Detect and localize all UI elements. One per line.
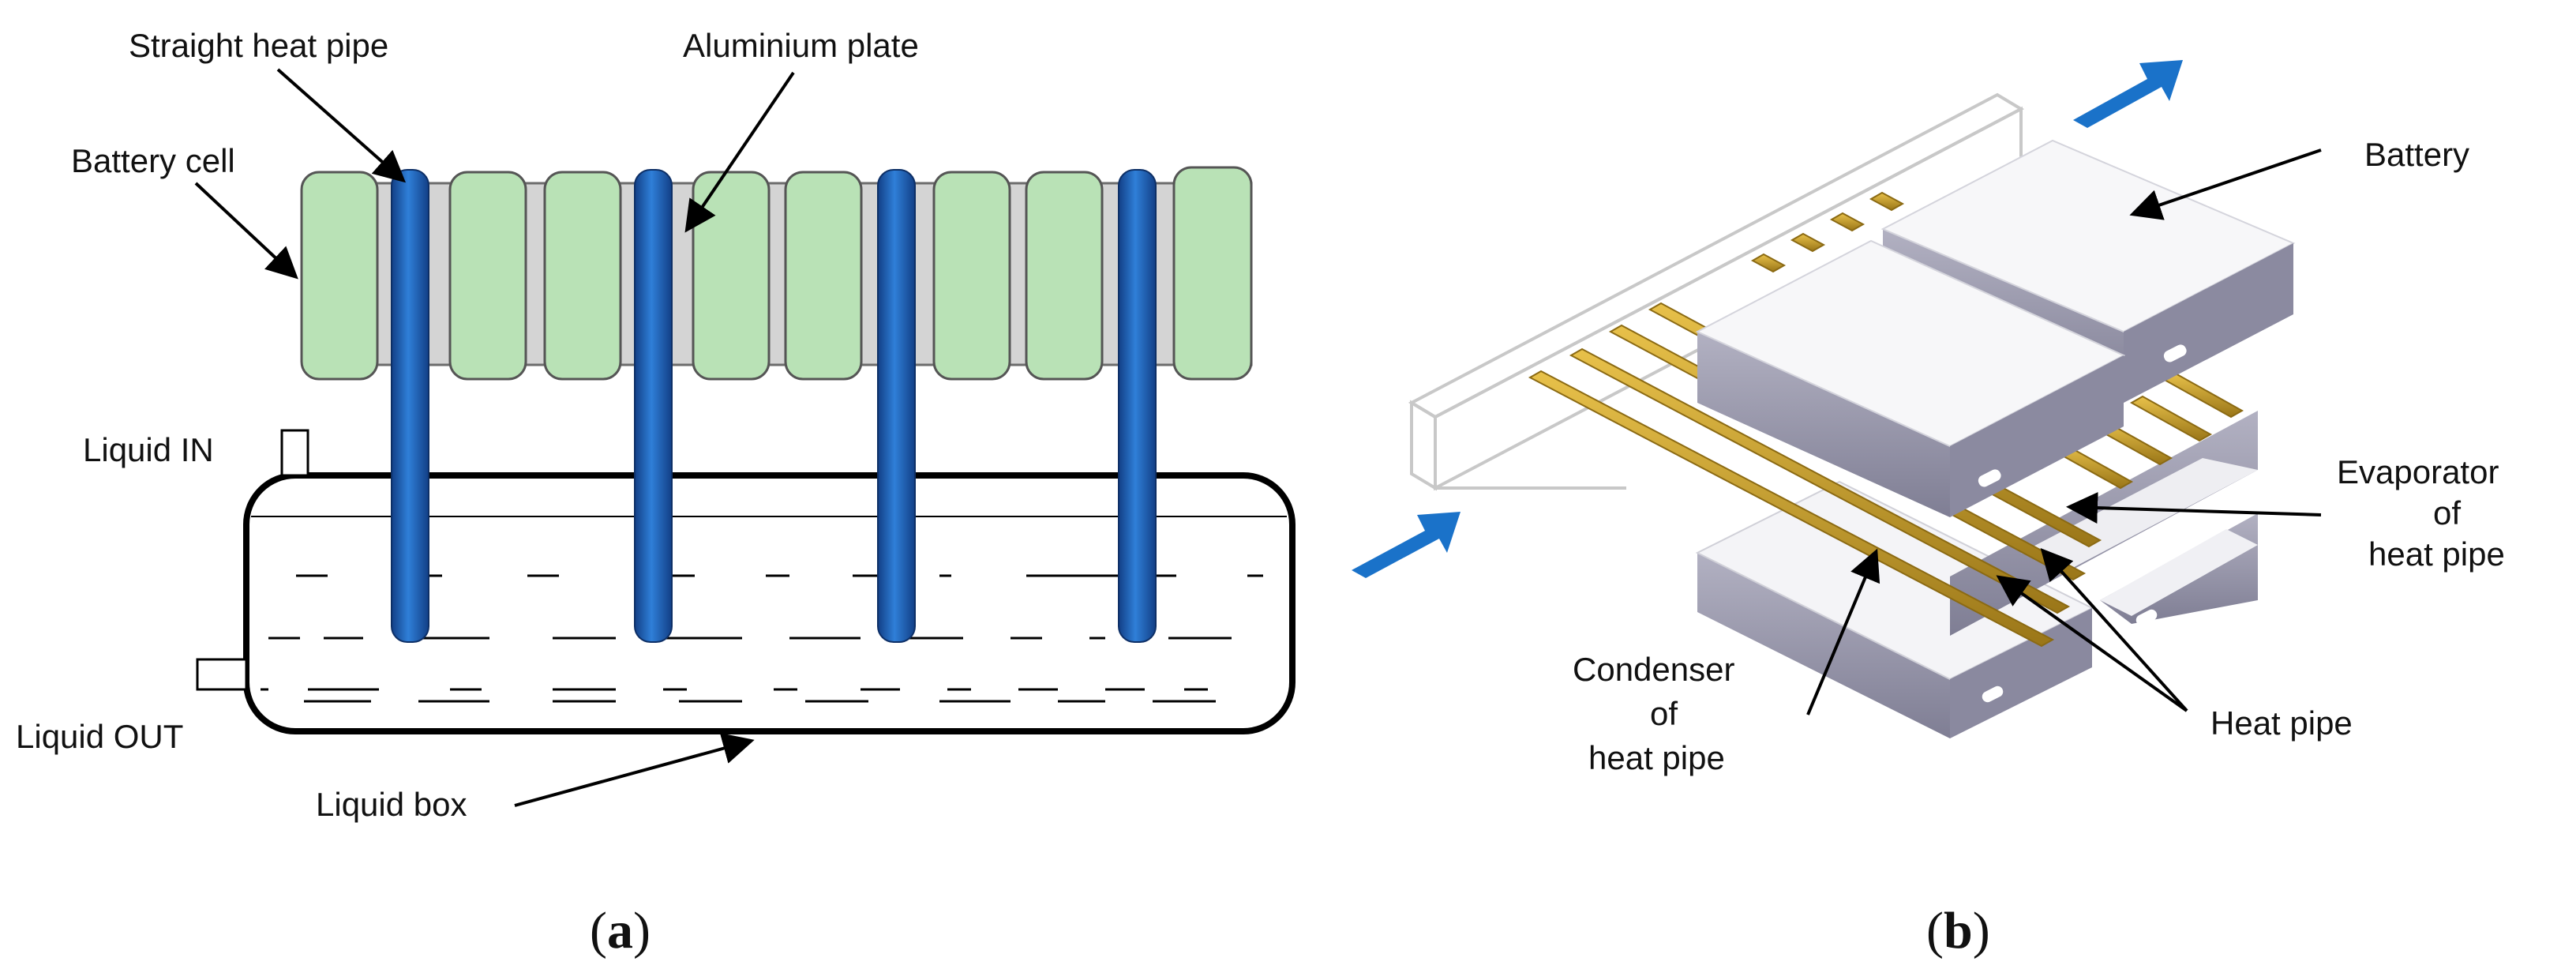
panel-b: Battery Evaporator of heat pipe Condense…: [1352, 60, 2505, 960]
battery-block-end: [2124, 243, 2293, 403]
label-evaporator-line2: of: [2433, 494, 2461, 531]
battery-cell: [784, 171, 863, 381]
straight-heat-pipe: [1118, 169, 1157, 643]
panel-a: Straight heat pipe Aluminium plate Batte…: [16, 27, 1295, 960]
heat-pipe-stub: [1790, 232, 1826, 253]
heat-pipe-rod: [2161, 371, 2244, 419]
heat-pipe-rod: [2129, 395, 2213, 442]
arrow-aluminium-plate: [684, 71, 795, 233]
straight-heat-pipes: [391, 169, 1157, 643]
battery-cell: [1025, 171, 1104, 381]
arrow-battery: [2129, 148, 2322, 220]
liquid-dashes: [261, 574, 1263, 703]
heat-pipe-stub: [1869, 191, 1905, 212]
label-liquid-box: Liquid box: [316, 786, 467, 823]
heat-pipe-stub: [1750, 253, 1787, 273]
label-condenser-line2: of: [1650, 695, 1678, 732]
airflow-out-arrow: [2073, 60, 2183, 128]
caption-b: (b): [1926, 902, 1990, 960]
straight-heat-pipe: [634, 169, 673, 643]
label-condenser-line1: Condenser: [1573, 651, 1734, 688]
straight-heat-pipe: [877, 169, 916, 643]
label-aluminium-plate: Aluminium plate: [683, 27, 919, 64]
arrow-battery-cell: [194, 182, 298, 280]
leader-arrows-a: [194, 68, 795, 807]
label-heat-pipe: Heat pipe: [2210, 704, 2353, 742]
battery-cell: [543, 171, 622, 381]
battery-cell: [300, 171, 379, 381]
liquid-out-port: [196, 658, 248, 691]
label-liquid-out: Liquid OUT: [16, 718, 183, 755]
caption-a: (a): [590, 902, 651, 960]
arrow-condenser: [1806, 548, 1880, 715]
label-straight-heat-pipe: Straight heat pipe: [129, 27, 388, 64]
label-battery: Battery: [2364, 136, 2469, 173]
arrow-heat-pipe-1: [1996, 575, 2188, 712]
label-evaporator-line1: Evaporator: [2337, 453, 2499, 490]
liquid-box: [243, 472, 1295, 734]
battery-cell: [1172, 166, 1253, 381]
battery-cell: [932, 171, 1011, 381]
battery-block-side: [1697, 332, 1950, 517]
upper-battery-blocks: [1695, 139, 2296, 517]
arrow-evaporator: [2066, 492, 2322, 524]
heat-pipe-stub: [1829, 212, 1865, 232]
liquid-in-port: [280, 429, 309, 477]
straight-heat-pipe: [391, 169, 429, 643]
airflow-in-arrow: [1352, 512, 1460, 578]
heat-pipe-rod: [1569, 347, 2071, 614]
arrow-straight-heat-pipe: [276, 68, 406, 183]
label-liquid-in: Liquid IN: [83, 431, 214, 468]
label-battery-cell: Battery cell: [71, 142, 235, 179]
label-condenser-line3: heat pipe: [1588, 739, 1725, 776]
airflow-arrows: [1352, 60, 2183, 578]
leader-arrows-b: [1806, 148, 2322, 715]
arrow-liquid-box: [514, 733, 755, 807]
label-evaporator-line3: heat pipe: [2368, 535, 2505, 573]
battery-cell: [448, 171, 527, 381]
arrow-heat-pipe-2: [2040, 548, 2188, 712]
